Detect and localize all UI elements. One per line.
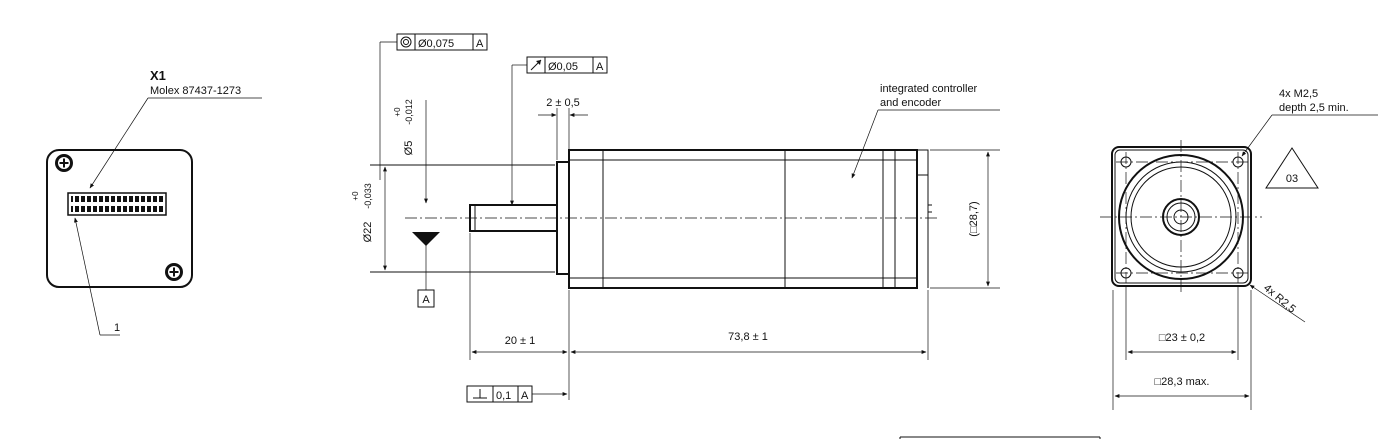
pilot-tol-lower: -0,033: [363, 183, 373, 209]
body-height-dim: (□28,7): [968, 201, 980, 236]
concentricity-icon: [400, 36, 412, 48]
body-length-dim: 73,8 ± 1: [728, 331, 768, 343]
thread-callout-line2: depth 2,5 min.: [1279, 102, 1349, 114]
motor-body: [568, 149, 918, 289]
radius-callout: 4x R2,5: [1261, 282, 1298, 316]
shaft-tol-lower: -0,012: [404, 99, 414, 125]
pilot-diameter-dim: Ø22: [362, 222, 374, 243]
runout-frame: Ø0,05 A: [510, 56, 608, 206]
screw-icon: [165, 263, 183, 281]
pin-one-label: 1: [114, 322, 120, 334]
front-flange: [1111, 146, 1252, 287]
perpendicularity-frame: 0,1 A: [466, 385, 568, 403]
connector-part-number: Molex 87437-1273: [150, 85, 241, 97]
screw-icon: [55, 154, 73, 172]
revision-label: 03: [1286, 173, 1298, 185]
controller-callout-line2: and encoder: [880, 97, 941, 109]
hole-pattern-dim: □23 ± 0,2: [1159, 332, 1205, 344]
datum-triangle-icon: [412, 232, 440, 246]
encoder-cap: [916, 149, 929, 176]
shaft-length-dim: 20 ± 1: [505, 335, 536, 347]
datum-label: A: [422, 294, 430, 306]
revision-triangle: 03: [1265, 147, 1319, 189]
motor-side-view: Ø0,075 A Ø0,05 A Ø5 +0 -0,012 A: [351, 33, 1000, 403]
runout-value: Ø0,05: [548, 61, 578, 73]
concentricity-frame: Ø0,075 A: [379, 33, 488, 180]
perpendicularity-value: 0,1: [496, 390, 511, 402]
shoulder-dim: 2 ± 0,5: [546, 97, 580, 109]
runout-icon: [530, 59, 542, 71]
concentricity-value: Ø0,075: [418, 38, 454, 50]
shaft-tol-upper: +0: [393, 107, 402, 117]
outline-dim: □28,3 max.: [1155, 376, 1210, 388]
connector-pin-header: [67, 192, 167, 216]
perpendicularity-icon: [473, 389, 487, 399]
connector-housing: [46, 149, 193, 288]
concentricity-datum: A: [476, 38, 484, 50]
connector-title: X1: [150, 68, 166, 83]
controller-callout-line1: integrated controller: [880, 83, 978, 95]
datum-box: [417, 289, 435, 308]
thread-callout-line1: 4x M2,5: [1279, 88, 1318, 100]
runout-datum: A: [596, 61, 604, 73]
connector-view: X1 Molex 87437-1273 1: [46, 68, 262, 336]
pilot-tol-upper: +0: [351, 191, 360, 201]
shaft-diameter-dim: Ø5: [403, 141, 415, 156]
perpendicularity-datum: A: [521, 390, 529, 402]
motor-front-view: 4x M2,5 depth 2,5 min. 03 4x R2,5: [1100, 88, 1378, 410]
